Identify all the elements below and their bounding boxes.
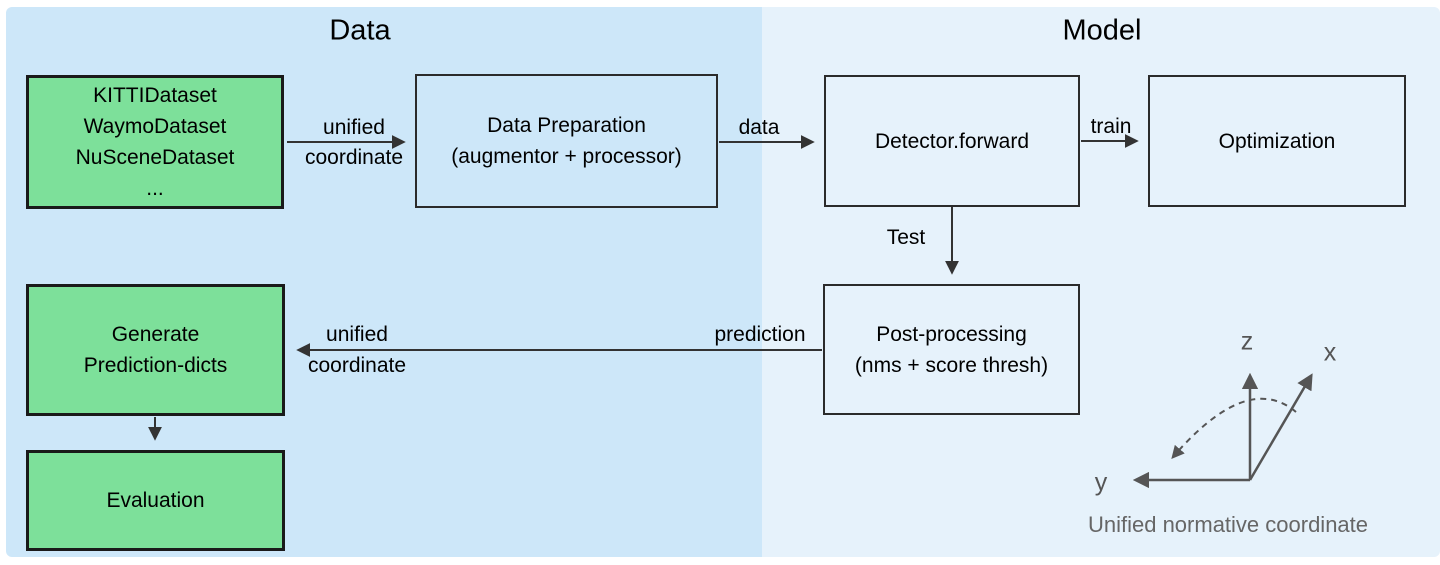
optimization-box: Optimization <box>1148 75 1406 207</box>
test-arrow-label: Test <box>886 226 926 249</box>
unified-coordinate-label-bottom-line2: coordinate <box>307 354 407 377</box>
post-processing-box: Post-processing (nms + score thresh) <box>823 284 1080 415</box>
detector-forward-line: Detector.forward <box>874 129 1030 153</box>
z-axis-label: z <box>1240 327 1254 356</box>
prediction-arrow-label: prediction <box>714 323 806 346</box>
evaluation-line: Evaluation <box>106 489 205 512</box>
unified-coordinate-label-bottom-line1: unified <box>326 323 388 346</box>
datasets-line: KITTIDataset <box>93 84 217 107</box>
datasets-line: ... <box>146 177 164 200</box>
generate-prediction-line: Prediction-dicts <box>83 354 228 377</box>
detector-forward-box: Detector.forward <box>824 75 1080 207</box>
unified-coordinate-label-top-line1: unified <box>323 116 385 139</box>
generate-prediction-line: Generate <box>111 323 200 346</box>
coordinate-caption: Unified normative coordinate <box>1087 512 1369 537</box>
data-section-title: Data <box>329 14 391 47</box>
datasets-line: WaymoDataset <box>83 115 227 138</box>
model-section-panel <box>762 7 1440 557</box>
datasets-box: KITTIDataset WaymoDataset NuSceneDataset… <box>26 75 284 209</box>
train-arrow-label: train <box>1090 115 1132 138</box>
x-axis-label: x <box>1323 338 1337 367</box>
data-arrow-label: data <box>738 116 780 139</box>
unified-coordinate-label-top-line2: coordinate <box>304 146 404 169</box>
generate-prediction-dicts-box: Generate Prediction-dicts <box>26 284 285 416</box>
datasets-line: NuSceneDataset <box>75 146 235 169</box>
post-processing-line: (nms + score thresh) <box>854 353 1049 377</box>
model-section-title: Model <box>1062 14 1142 47</box>
y-axis-label: y <box>1094 468 1108 497</box>
data-preparation-line: (augmentor + processor) <box>451 145 682 168</box>
data-preparation-line: Data Preparation <box>487 114 646 137</box>
post-processing-line: Post-processing <box>876 322 1027 346</box>
data-preparation-box: Data Preparation (augmentor + processor) <box>415 74 718 208</box>
evaluation-box: Evaluation <box>26 450 285 551</box>
optimization-line: Optimization <box>1218 129 1336 153</box>
